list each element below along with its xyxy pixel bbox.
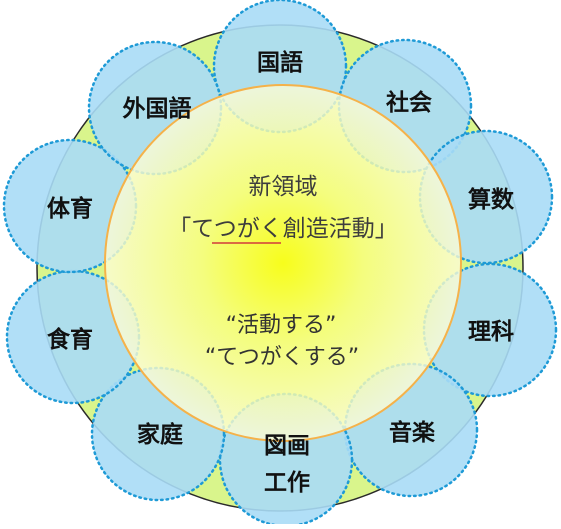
subject-label-taiiku: 体育 xyxy=(47,195,93,222)
center-title: 新領域 xyxy=(249,174,318,200)
subject-label-zuga-line2: 工作 xyxy=(264,470,310,496)
center-slogan-line2: “てつがくする” xyxy=(205,345,359,370)
subject-label-zuga-line1: 図画 xyxy=(264,433,310,459)
subject-label-gaikokugo: 外国語 xyxy=(123,95,192,122)
subject-label-ongaku: 音楽 xyxy=(389,419,435,446)
subject-label-sansu: 算数 xyxy=(468,186,515,213)
center-circle xyxy=(104,84,462,442)
subject-label-shokuiku: 食育 xyxy=(47,326,93,353)
subject-label-rika: 理科 xyxy=(468,319,514,345)
subject-label-kokugo: 国語 xyxy=(257,49,303,76)
center-slogan-line1: “活動する” xyxy=(226,313,337,338)
subject-labels: 国語 社会 算数 理科 音楽 図画 工作 家庭 食育 体育 外国語 xyxy=(47,49,515,496)
center-subtitle: 「てつがく創造活動」 xyxy=(168,216,398,242)
subject-label-shakai: 社会 xyxy=(386,89,432,116)
subject-label-katei: 家庭 xyxy=(137,421,183,448)
